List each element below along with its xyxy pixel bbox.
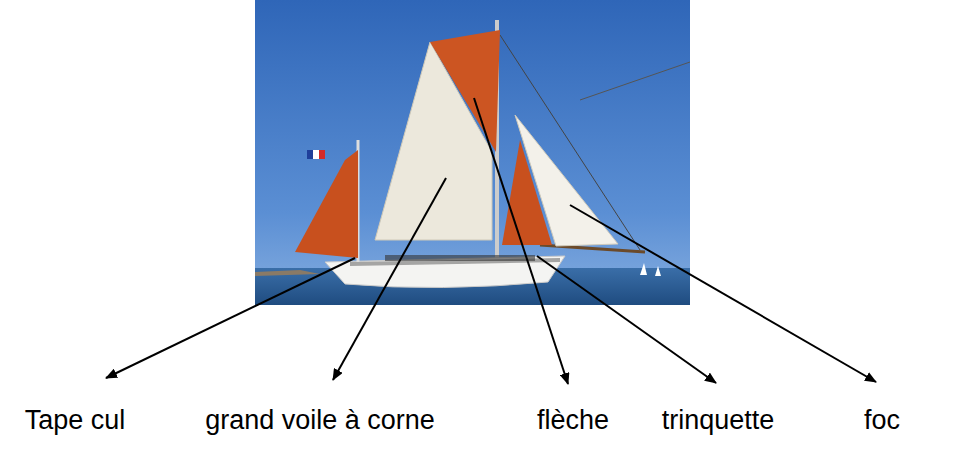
part-label: Tape cul (25, 404, 126, 436)
part-label: flèche (537, 404, 609, 436)
photo (255, 0, 690, 305)
part-label: trinquette (662, 404, 775, 436)
leader-lines (106, 98, 876, 384)
part-label: grand voile à corne (205, 404, 435, 436)
part-label: foc (864, 404, 900, 436)
